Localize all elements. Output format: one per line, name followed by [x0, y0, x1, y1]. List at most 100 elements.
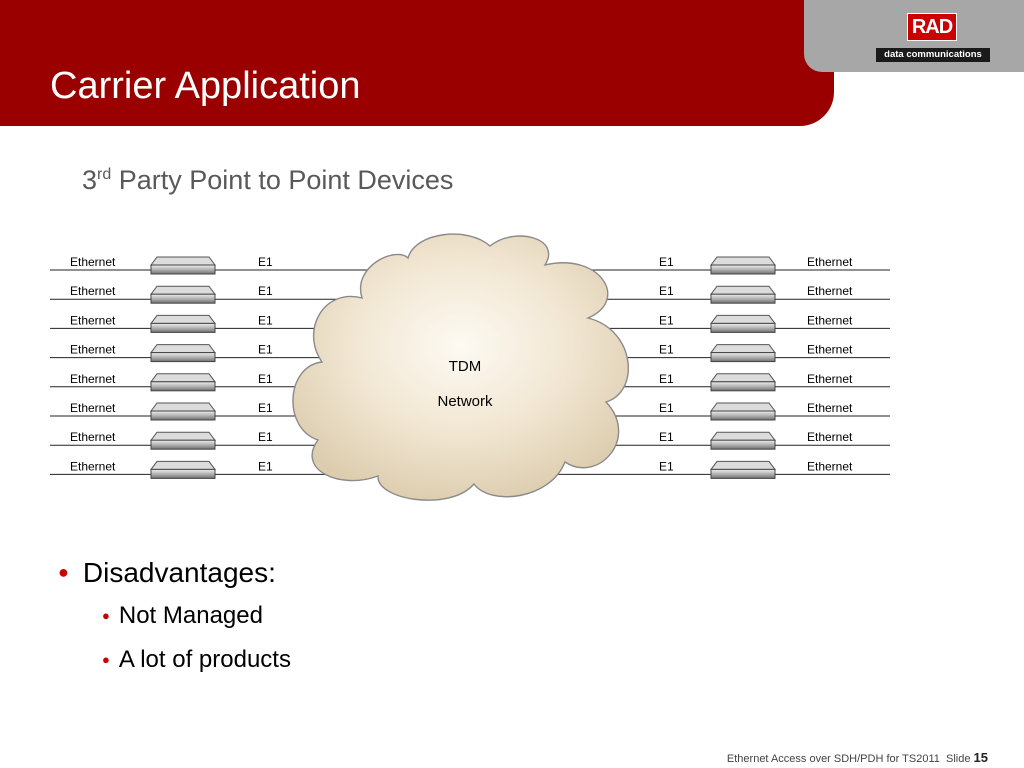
- right-converter-device: [710, 344, 776, 363]
- left-ethernet-label: Ethernet: [70, 255, 116, 269]
- bullet-sub-1: ● Not Managed: [102, 600, 263, 635]
- device-top-face: [710, 314, 776, 324]
- device-front-face: [710, 381, 776, 392]
- device-front-face: [710, 468, 776, 479]
- cloud-label-network: Network: [437, 393, 493, 410]
- left-converter-device: [150, 431, 216, 450]
- right-ethernet-label: Ethernet: [807, 255, 853, 269]
- left-ethernet-label: Ethernet: [70, 430, 116, 444]
- left-ethernet-label: Ethernet: [70, 343, 116, 357]
- device-top-face: [710, 256, 776, 266]
- left-converter-device: [150, 285, 216, 304]
- right-e1-label: E1: [659, 284, 674, 298]
- device-top-face: [150, 285, 216, 295]
- left-ethernet-label: Ethernet: [70, 284, 116, 298]
- device-front-face: [710, 264, 776, 275]
- right-e1-label: E1: [659, 430, 674, 444]
- bullet-dot: ●: [102, 608, 110, 623]
- device-top-face: [710, 460, 776, 470]
- left-e1-label: E1: [258, 284, 273, 298]
- right-converter-device: [710, 373, 776, 392]
- device-front-face: [150, 264, 216, 275]
- right-converter-device: [710, 402, 776, 421]
- bullet-main: ● Disadvantages:: [58, 553, 276, 596]
- slide-subtitle: 3rd Party Point to Point Devices: [82, 163, 453, 197]
- device-top-face: [710, 344, 776, 354]
- header-band: [0, 0, 834, 126]
- left-e1-label: E1: [258, 372, 273, 386]
- left-converter-device: [150, 373, 216, 392]
- right-ethernet-label: Ethernet: [807, 284, 853, 298]
- device-front-face: [710, 410, 776, 421]
- rad-logo: RAD: [907, 13, 957, 41]
- logo-tagline: data communications: [876, 48, 990, 62]
- left-e1-label: E1: [258, 459, 273, 473]
- tdm-network-cloud: [292, 233, 629, 501]
- left-converter-device: [150, 256, 216, 275]
- right-converter-device: [710, 431, 776, 450]
- bullet-dot: ●: [102, 652, 110, 667]
- device-front-face: [150, 381, 216, 392]
- right-ethernet-label: Ethernet: [807, 343, 853, 357]
- device-front-face: [150, 322, 216, 333]
- left-ethernet-label: Ethernet: [70, 459, 116, 473]
- bullet-sub-text: A lot of products: [118, 646, 291, 673]
- right-e1-label: E1: [659, 459, 674, 473]
- cloud-label-tdm: TDM: [449, 358, 482, 375]
- left-e1-label: E1: [258, 401, 273, 415]
- left-e1-label: E1: [258, 343, 273, 357]
- left-converter-device: [150, 344, 216, 363]
- subtitle-ordinal: rd: [97, 166, 112, 183]
- bullet-dot: ●: [58, 562, 69, 582]
- device-top-face: [150, 373, 216, 383]
- slide-number: 15: [973, 750, 988, 765]
- slide-title: Carrier Application: [50, 65, 361, 107]
- left-converter-device: [150, 402, 216, 421]
- right-converter-device: [710, 256, 776, 275]
- device-top-face: [150, 431, 216, 441]
- bullet-sub-2: ● A lot of products: [102, 644, 291, 679]
- subtitle-number: 3: [82, 165, 98, 195]
- right-ethernet-label: Ethernet: [807, 372, 853, 386]
- right-e1-label: E1: [659, 343, 674, 357]
- left-converter-device: [150, 460, 216, 479]
- device-top-face: [710, 373, 776, 383]
- right-ethernet-label: Ethernet: [807, 313, 853, 327]
- device-front-face: [710, 293, 776, 304]
- bullet-main-text: Disadvantages:: [82, 557, 276, 588]
- right-e1-label: E1: [659, 372, 674, 386]
- left-ethernet-label: Ethernet: [70, 372, 116, 386]
- bullet-sub-text: Not Managed: [118, 602, 263, 629]
- left-e1-label: E1: [258, 255, 273, 269]
- cloud-shape: [292, 233, 629, 501]
- left-e1-label: E1: [258, 430, 273, 444]
- footer-slide-label: Slide: [946, 753, 971, 765]
- right-e1-label: E1: [659, 255, 674, 269]
- right-ethernet-label: Ethernet: [807, 459, 853, 473]
- device-front-face: [150, 352, 216, 363]
- right-e1-label: E1: [659, 401, 674, 415]
- device-front-face: [150, 439, 216, 450]
- right-converter-device: [710, 460, 776, 479]
- device-top-face: [150, 314, 216, 324]
- right-ethernet-label: Ethernet: [807, 430, 853, 444]
- footer-text: Ethernet Access over SDH/PDH for TS2011: [726, 753, 940, 765]
- left-ethernet-label: Ethernet: [70, 401, 116, 415]
- device-top-face: [710, 402, 776, 412]
- left-e1-label: E1: [258, 313, 273, 327]
- device-top-face: [150, 402, 216, 412]
- device-front-face: [150, 468, 216, 479]
- left-converter-device: [150, 314, 216, 333]
- device-front-face: [710, 439, 776, 450]
- subtitle-text: Party Point to Point Devices: [111, 165, 454, 195]
- right-converter-device: [710, 285, 776, 304]
- device-front-face: [150, 293, 216, 304]
- device-front-face: [710, 352, 776, 363]
- device-top-face: [150, 460, 216, 470]
- right-ethernet-label: Ethernet: [807, 401, 853, 415]
- right-converter-device: [710, 314, 776, 333]
- right-e1-label: E1: [659, 313, 674, 327]
- slide-footer: Ethernet Access over SDH/PDH for TS2011 …: [727, 751, 988, 766]
